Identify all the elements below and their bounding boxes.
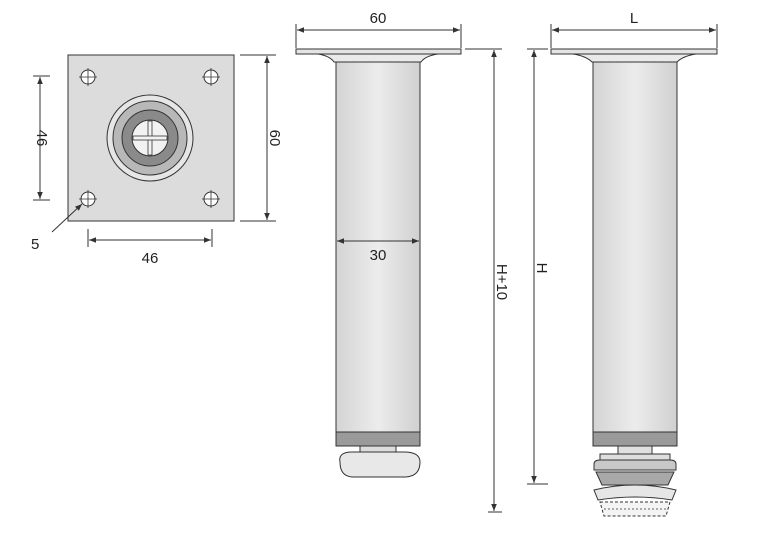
- mounting-plate-view: 46 46 60 5: [31, 54, 283, 267]
- plate-hole-bottom-left: [79, 190, 97, 208]
- dimension-plate-side: 60: [240, 54, 283, 222]
- side-top-plate: [550, 48, 718, 55]
- side-tube-band: [592, 431, 678, 447]
- side-top-flange: [572, 53, 697, 63]
- dimension-label-h: H: [533, 263, 550, 274]
- dimension-tube-width: 30: [337, 238, 419, 264]
- dimension-label-60-side: 60: [266, 130, 283, 147]
- plate-hole-top-left: [79, 68, 97, 86]
- dimension-plate-hole-height: 46: [33, 75, 50, 201]
- dimension-label-60-top: 60: [370, 10, 387, 27]
- side-view: L H: [527, 10, 718, 517]
- front-top-flange: [317, 53, 439, 63]
- front-top-plate: [295, 48, 462, 55]
- dimension-side-top-width: L: [550, 10, 718, 48]
- front-tube: [335, 61, 421, 433]
- plate-hole-bottom-right: [202, 190, 220, 208]
- dimension-label-30: 30: [370, 247, 387, 264]
- dimension-label-h-plus-10: H+10: [493, 264, 510, 300]
- dimension-label-46-horizontal: 46: [142, 250, 159, 267]
- dimension-hole-diameter: 5: [31, 203, 83, 253]
- plate-hole-top-right: [202, 68, 220, 86]
- front-foot: [339, 451, 421, 478]
- front-tube-band: [335, 431, 421, 447]
- front-adjuster-stem: [359, 445, 397, 453]
- side-tube: [592, 61, 678, 433]
- dimension-label-46-vertical: 46: [33, 130, 50, 147]
- dimension-front-top-width: 60: [295, 10, 462, 48]
- dimension-plate-hole-width: 46: [87, 229, 213, 267]
- dimension-overall-height: H+10: [465, 48, 510, 513]
- dimension-label-l: L: [630, 10, 638, 27]
- dimension-label-5: 5: [31, 236, 39, 253]
- side-adjustable-foot: [593, 445, 677, 517]
- center-socket: [106, 94, 194, 182]
- dimension-side-height: H: [527, 48, 550, 485]
- front-view: 60 30 H+10: [295, 10, 510, 513]
